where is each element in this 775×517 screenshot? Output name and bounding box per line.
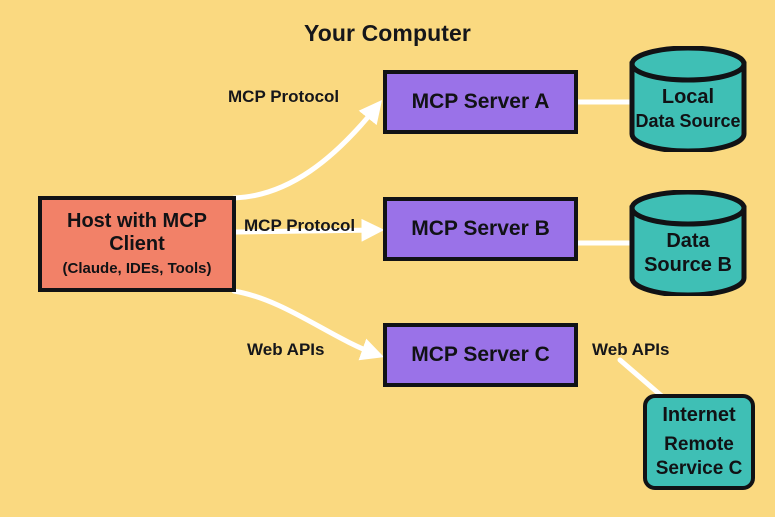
server-c-label: MCP Server C [411,342,550,366]
cylinder-shape [629,190,747,296]
page-title: Your Computer [304,20,471,46]
node-mcp-server-b[interactable]: MCP Server B [383,197,578,261]
server-a-label: MCP Server A [411,89,550,113]
edge-label-mcp-protocol-b: MCP Protocol [244,216,356,235]
node-local-data-source[interactable]: Local Data Source [629,46,747,152]
edge-host-to-server-a [231,99,383,201]
node-internet-remote-service-c[interactable]: Internet Remote Service C [643,394,755,490]
data-source-b-line-1: Data [666,230,710,252]
local-data-source-line-1: Local [661,86,715,108]
node-mcp-server-c[interactable]: MCP Server C [383,323,578,387]
node-mcp-server-a[interactable]: MCP Server A [383,70,578,134]
cylinder-shape [629,46,747,152]
host-subtitle: (Claude, IDEs, Tools) [62,260,212,278]
internet-line-3: Service C [655,458,743,479]
host-title-line-1: Host with MCP [67,210,207,233]
host-title-line-2: Client [109,233,165,256]
internet-line-2: Remote [664,434,734,456]
edge-label-web-apis-c: Web APIs [247,340,325,359]
local-data-source-line-2: Data Source [635,111,741,131]
edge-label-web-apis-internet: Web APIs [592,340,670,359]
edge-web-apis-to-internet [617,357,667,401]
edge-label-mcp-protocol-a: MCP Protocol [228,87,340,106]
node-host-with-mcp-client[interactable]: Host with MCP Client (Claude, IDEs, Tool… [38,196,236,292]
server-b-label: MCP Server B [411,216,550,240]
internet-line-1: Internet [662,404,736,427]
data-source-b-line-2: Source B [644,254,732,276]
node-data-source-b[interactable]: Data Source B [629,190,747,296]
